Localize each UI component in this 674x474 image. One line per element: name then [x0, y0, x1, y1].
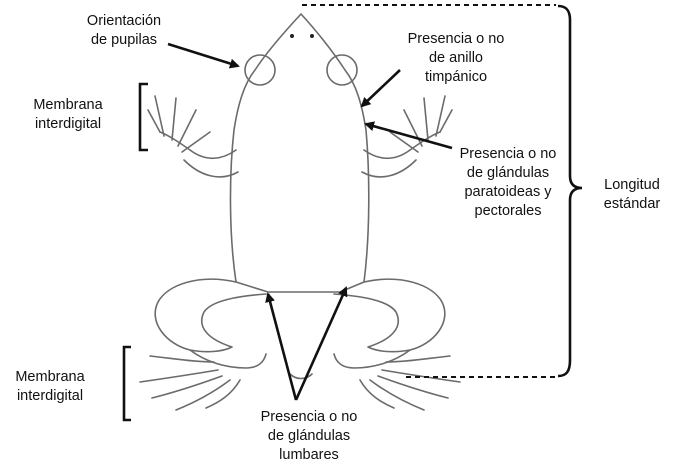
arrow-lumbar-left — [268, 294, 296, 400]
arrow-tympanic — [362, 70, 400, 106]
left-leg — [155, 279, 266, 351]
nostril-right — [310, 34, 314, 38]
left-arm — [160, 132, 236, 158]
arrow-parotoid — [366, 124, 452, 148]
right-arm — [364, 132, 440, 158]
label-lumbar-glands: Presencia o no de glándulas lumbares — [246, 408, 372, 465]
right-hand — [390, 96, 452, 152]
annotation-arrows — [168, 44, 452, 400]
eye-left — [245, 55, 275, 85]
left-foot — [140, 356, 240, 410]
label-interdigital-lower: Membrana interdigital — [2, 368, 98, 406]
bracket-interdigital-lower — [124, 347, 131, 420]
right-foot — [360, 356, 460, 410]
label-pupil-orientation: Orientación de pupilas — [70, 12, 178, 50]
left-hand — [148, 96, 210, 152]
eye-right — [327, 55, 357, 85]
arrow-lumbar-right — [296, 288, 346, 400]
left-shin — [190, 350, 266, 368]
right-leg — [334, 279, 445, 351]
bracket-interdigital-upper — [140, 84, 148, 150]
right-shin — [334, 350, 410, 368]
label-parotoid-glands: Presencia o no de glándulas paratoideas … — [447, 145, 569, 221]
nostril-left — [290, 34, 294, 38]
arrow-pupil — [168, 44, 238, 66]
label-interdigital-upper: Membrana interdigital — [20, 96, 116, 134]
label-tympanic-ring: Presencia o no de anillo timpánico — [396, 30, 516, 87]
label-standard-length: Longitud estándar — [596, 176, 668, 214]
